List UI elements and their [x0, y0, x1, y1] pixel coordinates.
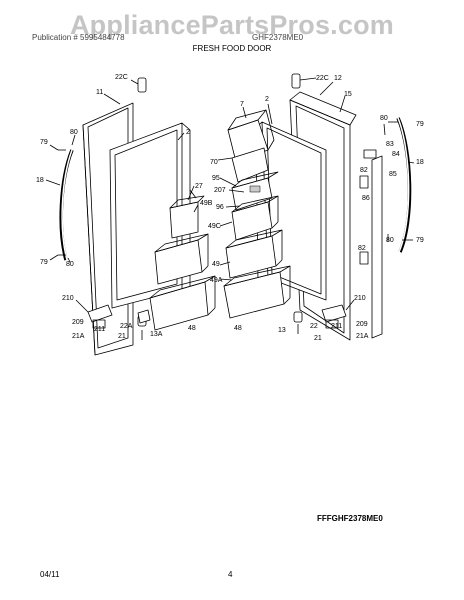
- callout-49: 49: [212, 261, 220, 268]
- callout-84: 84: [392, 151, 400, 158]
- callout-209-left: 209: [72, 319, 84, 326]
- left-door-bins: [137, 185, 216, 331]
- callout-80-left-bottom: 80: [66, 261, 74, 268]
- callout-48-right: 48: [234, 325, 242, 332]
- callout-207: 207: [214, 187, 226, 194]
- callout-22a: 22A: [120, 323, 133, 330]
- callout-79-right-top: 79: [416, 121, 424, 128]
- callout-21-left: 21: [118, 333, 126, 340]
- callout-22c-left: 22C: [115, 74, 128, 81]
- callout-85: 85: [389, 171, 397, 178]
- publication-number: Publication # 5995484778: [32, 33, 125, 42]
- watermark-logo: AppliancePartsPros.com: [69, 10, 394, 40]
- callout-22: 22: [310, 323, 318, 330]
- callout-labels: 22C 11 80 79 18 79 80 2 27 49B 210 209 2…: [36, 74, 424, 342]
- callout-2-left: 2: [186, 129, 190, 136]
- callout-18-left: 18: [36, 177, 44, 184]
- callout-7: 7: [240, 101, 244, 108]
- callout-95: 95: [212, 175, 220, 182]
- callout-49a: 49A: [210, 277, 223, 284]
- callout-211-left: 211: [94, 326, 105, 333]
- callout-22c-right: 22C: [316, 75, 329, 82]
- callout-79-left-bottom: 79: [40, 259, 48, 266]
- callout-27: 27: [195, 183, 203, 190]
- callout-210-right: 210: [354, 295, 366, 302]
- callout-48-left: 48: [188, 325, 196, 332]
- callout-18-right: 18: [416, 159, 424, 166]
- model-number-header: GHF2378ME0: [252, 33, 304, 42]
- callout-83: 83: [386, 141, 394, 148]
- callout-12: 12: [334, 75, 342, 82]
- section-title: FRESH FOOD DOOR: [192, 44, 272, 53]
- callout-79-left-top: 79: [40, 139, 48, 146]
- callout-79-right-bottom: 79: [416, 237, 424, 244]
- callout-86: 86: [362, 195, 370, 202]
- model-code: FFFGHF2378ME0: [317, 514, 383, 523]
- callout-80-right-top: 80: [380, 115, 388, 122]
- right-door-bins: [217, 106, 291, 319]
- callout-21a-left: 21A: [72, 333, 85, 340]
- callout-210-left: 210: [62, 295, 74, 302]
- callout-209-right: 209: [356, 321, 368, 328]
- callout-96: 96: [216, 204, 224, 211]
- callout-21a-right: 21A: [356, 333, 369, 340]
- callout-211-right: 211: [331, 323, 342, 330]
- page-number: 4: [228, 570, 233, 579]
- callout-11: 11: [96, 89, 103, 96]
- callout-21-right: 21: [314, 335, 322, 342]
- callout-13a: 13A: [150, 331, 163, 338]
- callout-2-right: 2: [265, 96, 269, 103]
- callout-49b: 49B: [200, 200, 213, 207]
- callout-15: 15: [344, 91, 352, 98]
- callout-13: 13: [278, 327, 286, 334]
- callout-80-left-top: 80: [70, 129, 78, 136]
- callout-82-top: 82: [360, 167, 368, 174]
- page-date: 04/11: [40, 570, 60, 579]
- callout-80-right-bottom: 80: [386, 237, 394, 244]
- right-door-assembly: [255, 73, 415, 341]
- callout-70: 70: [210, 159, 218, 166]
- callout-82-bottom: 82: [358, 245, 366, 252]
- callout-49c: 49C: [208, 223, 221, 230]
